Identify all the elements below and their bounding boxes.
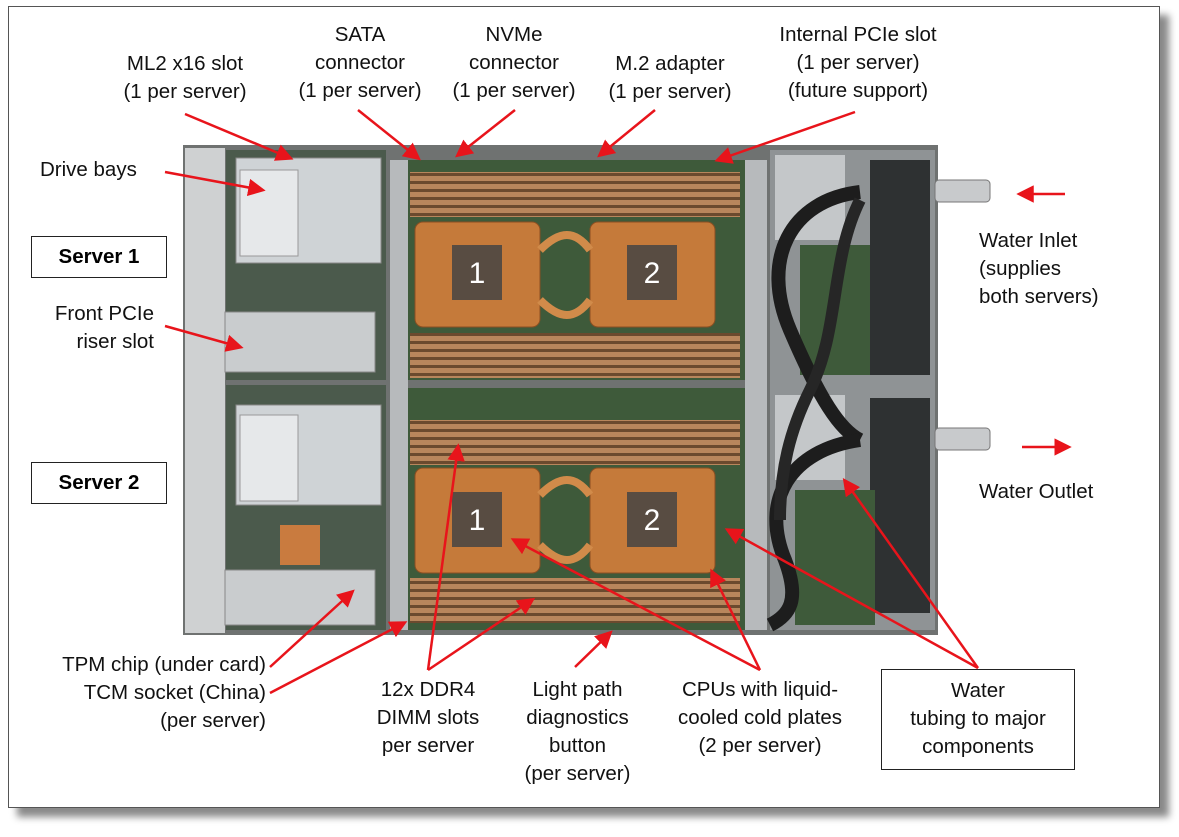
water-tube-2 (766, 433, 862, 632)
dimm-bank-s2-top (410, 420, 740, 465)
cpu-number: 2 (644, 257, 661, 290)
cpu-number: 1 (469, 504, 486, 537)
arrow-dimm-1 (426, 443, 465, 671)
arrow-lightpath (574, 630, 613, 668)
arrow-pcie-internal (714, 110, 856, 164)
label-internal-pcie: Internal PCIe slot(1 per server)(future … (779, 23, 937, 102)
arrow-sata (357, 109, 421, 161)
right-rail (745, 160, 767, 630)
label-ml2-slot: ML2 x16 slot(1 per server) (123, 52, 247, 103)
arrow-cpus-1 (510, 538, 761, 672)
front-riser-server1 (224, 311, 376, 373)
dimm-bank-s1-bottom (410, 333, 740, 378)
arrow-front-pcie (164, 324, 244, 352)
arrow-m2 (597, 109, 656, 158)
water-tube-1 (771, 185, 864, 447)
water-outlet-fitting (934, 427, 991, 451)
arrow-nvme (455, 109, 516, 158)
arrow-tpm (269, 589, 355, 668)
label-tpm-tcm: TPM chip (under card)TCM socket (China)(… (62, 653, 266, 732)
label-cpus: CPUs with liquid-cooled cold plates(2 pe… (677, 678, 843, 757)
outlet-block (870, 398, 930, 613)
dimm-bank-s1-top (410, 172, 740, 217)
arrow-tubing-2 (724, 528, 979, 670)
arrow-dimm-2 (427, 597, 536, 672)
tpm-card-heatsink (280, 525, 320, 565)
front-bezel (185, 148, 225, 633)
inlet-block (870, 160, 930, 375)
water-tube-3 (774, 197, 866, 521)
arrow-tubing-1 (842, 477, 980, 669)
water-inlet-fitting (934, 179, 991, 203)
arrow-tcm (269, 621, 408, 695)
label-drive-bays: Drive bays (40, 158, 137, 181)
server2-label: Server 2 (31, 462, 167, 504)
arrow-cpus-2 (710, 568, 762, 671)
label-m2-adapter: M.2 adapter(1 per server) (608, 52, 732, 103)
left-rail (390, 160, 408, 630)
cpu-number: 2 (644, 504, 661, 537)
cpu-number: 1 (469, 257, 486, 290)
arrow-ml2 (184, 112, 294, 161)
arrow-drive-bays (164, 170, 266, 197)
label-water-outlet: Water Outlet (979, 480, 1094, 503)
dimm-bank-s2-bottom (410, 578, 740, 623)
server1-label: Server 1 (31, 236, 167, 278)
